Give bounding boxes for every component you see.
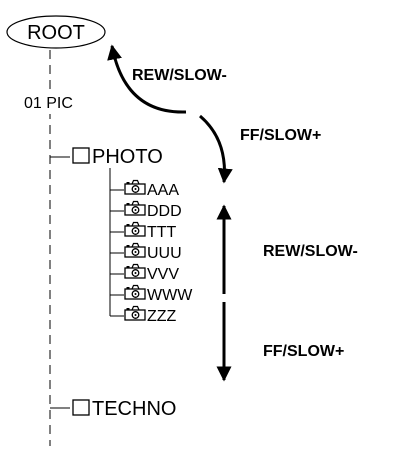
file-label: WWW [147, 287, 193, 304]
file-entry: TTT [110, 221, 177, 241]
file-label: VVV [147, 266, 179, 283]
folder-icon [72, 147, 90, 164]
camera-icon [124, 221, 146, 237]
file-list: AAA DDD TTT UUU VVV WWW [110, 179, 193, 325]
camera-icon [124, 242, 146, 258]
folder-photo: PHOTO [50, 146, 163, 168]
straight-down-label: FF/SLOW+ [263, 343, 344, 360]
curve-down-arrow [199, 114, 233, 184]
straight-up-label: REW/SLOW- [263, 243, 358, 260]
file-entry: WWW [110, 284, 193, 304]
file-label: UUU [147, 245, 182, 262]
root-ellipse [6, 15, 106, 49]
file-label: ZZZ [147, 308, 177, 325]
camera-icon [124, 179, 146, 195]
file-entry: UUU [110, 242, 182, 262]
camera-icon [124, 305, 146, 321]
curve-down-label: FF/SLOW+ [240, 127, 321, 144]
group-label-backdrop [22, 92, 84, 114]
curve-up-label: REW/SLOW- [132, 67, 227, 84]
file-label: TTT [147, 224, 177, 241]
root-label: ROOT [27, 22, 85, 44]
camera-icon [124, 200, 146, 216]
file-label: DDD [147, 203, 182, 220]
file-entry: VVV [110, 263, 179, 283]
folder-techno-label: TECHNO [92, 398, 176, 420]
file-label: AAA [147, 182, 179, 199]
folder-icon [72, 399, 90, 416]
folder-techno: TECHNO [50, 398, 176, 420]
file-entry: ZZZ [110, 305, 177, 325]
camera-icon [124, 263, 146, 279]
group-label: 01 PIC [24, 95, 73, 112]
file-entry: DDD [110, 200, 182, 220]
camera-icon [124, 284, 146, 300]
folder-photo-label: PHOTO [92, 146, 163, 168]
root-node: ROOT [6, 15, 106, 49]
curve-up-arrow [107, 44, 187, 114]
file-entry: AAA [110, 179, 179, 199]
